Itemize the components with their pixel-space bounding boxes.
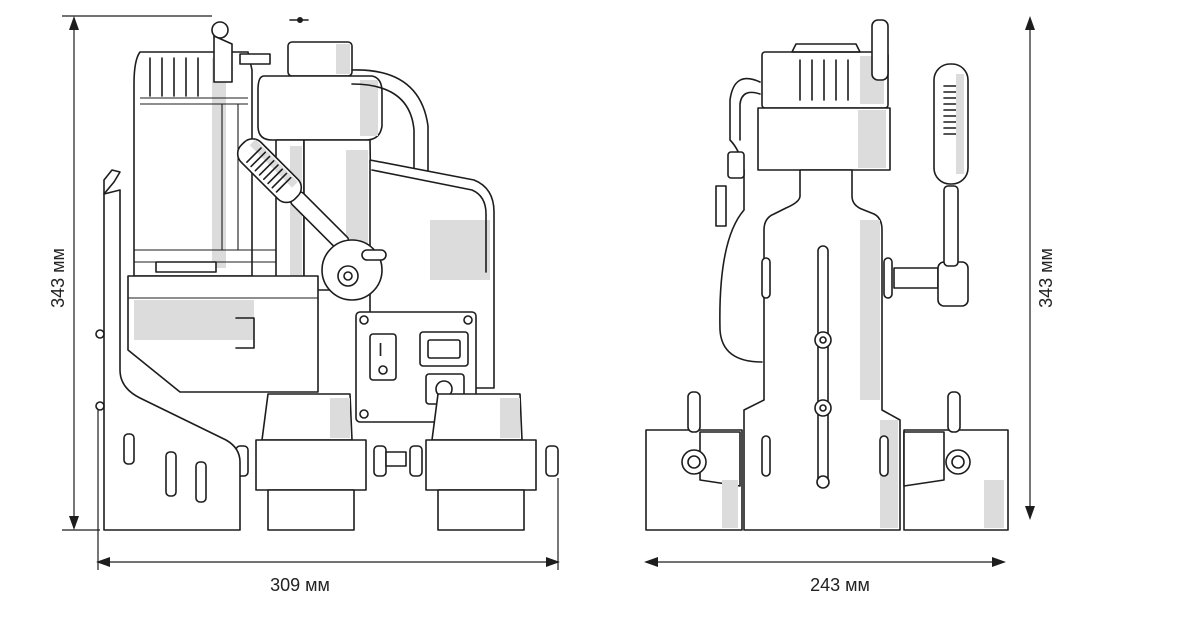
rear-plate	[95, 169, 241, 531]
power-cable	[715, 77, 763, 363]
front-feed-handle	[893, 63, 969, 307]
front-view: 243 мм 343 мм	[644, 16, 1056, 595]
side-height-dimension: 343 мм	[48, 15, 212, 531]
gearbox-head	[257, 41, 383, 141]
on-off-switch[interactable]	[369, 333, 397, 381]
side-width-dimension: 309 мм	[96, 410, 560, 595]
front-width-label: 243 мм	[810, 575, 870, 595]
base-frame	[127, 275, 319, 393]
front-height-label: 343 мм	[1036, 248, 1056, 308]
side-view: I	[48, 15, 560, 595]
front-height-dimension: 343 мм	[1025, 16, 1056, 520]
side-width-label: 309 мм	[270, 575, 330, 595]
front-main-body	[743, 107, 901, 531]
front-width-dimension: 243 мм	[644, 557, 1006, 595]
magnet-units-front	[645, 391, 1009, 531]
front-motor-top	[761, 19, 889, 109]
switch-mark: I	[378, 340, 383, 360]
motor-housing	[133, 51, 280, 277]
feed-handle	[236, 138, 387, 301]
magnet-units-side	[235, 393, 559, 531]
side-height-label: 343 мм	[48, 248, 68, 308]
top-lever	[211, 17, 309, 83]
